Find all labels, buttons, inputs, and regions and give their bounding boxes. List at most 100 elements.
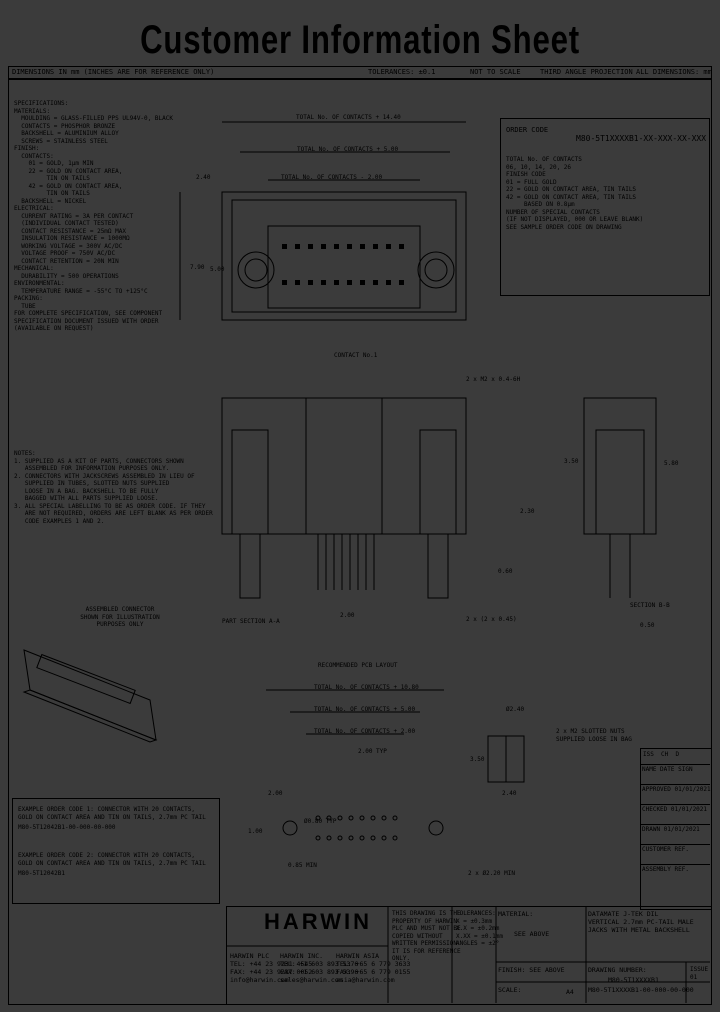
- hole-label: 2 x M2 x 0.4-6H: [466, 376, 521, 383]
- pcb-layout-heading: RECOMMENDED PCB LAYOUT: [318, 662, 398, 669]
- contact-pin: [373, 280, 378, 285]
- order-code-line: SEE SAMPLE ORDER CODE ON DRAWING: [506, 223, 622, 231]
- note-line: ARE NOT REQUIRED, ORDERS ARE LEFT BLANK …: [14, 510, 213, 517]
- spec-line: FOR COMPLETE SPECIFICATION, SEE COMPONEN…: [14, 310, 163, 317]
- slotted-nuts: 2 x M2 SLOTTED NUTS SUPPLIED LOOSE IN BA…: [556, 728, 632, 743]
- side-view-inner: [595, 429, 645, 535]
- pcb-pad: [381, 835, 387, 841]
- pcb-pad: [348, 835, 354, 841]
- order-code-line: NUMBER OF SPECIAL CONTACTS: [506, 208, 600, 216]
- spec-line: FINISH:: [14, 145, 40, 152]
- pcb-pad: [381, 815, 387, 821]
- contact-pin: [321, 244, 326, 249]
- top-view-body: [221, 191, 467, 321]
- address-us: HARWIN INC. TEL: +1 603 893 5376 FAX: +1…: [280, 952, 359, 984]
- revision-row: APPROVED 01/01/2021: [642, 786, 711, 793]
- spec-line: WORKING VOLTAGE = 300V AC/DC: [14, 242, 123, 250]
- spec-line: (INDIVIDUAL CONTACT TESTED): [14, 220, 119, 227]
- contact-pin: [386, 280, 391, 285]
- spec-line: 01 = GOLD, 1μm MIN: [14, 160, 94, 167]
- note-line: SUPPLIED IN TUBES, SLOTTED NUTS SUPPLIED: [14, 480, 170, 487]
- order-code-line: BASED ON 0.8μm: [506, 201, 575, 208]
- note-line: NOTES:: [14, 450, 36, 457]
- front-screw-left: [231, 429, 269, 535]
- spec-line: TUBE: [14, 302, 36, 310]
- spec-line: SPECIFICATION DOCUMENT ISSUED WITH ORDER: [14, 317, 159, 325]
- examples-box: [12, 798, 220, 904]
- pcb-total-b: TOTAL No. OF CONTACTS + 5.00: [314, 706, 416, 713]
- sheet-size: A4: [566, 988, 574, 996]
- material-value: SEE ABOVE: [514, 930, 550, 938]
- spec-line: 22 = GOLD ON CONTACT AREA,: [14, 167, 123, 175]
- assembled-caption: ASSEMBLED CONNECTOR SHOWN FOR ILLUSTRATI…: [80, 606, 160, 628]
- pcb-mount-hole-left: [282, 820, 298, 836]
- contact-pin: [347, 280, 352, 285]
- note-line: BAGGED WITH ALL PARTS SUPPLIED LOOSE.: [14, 495, 159, 502]
- units-label: ALL DIMENSIONS: mm: [636, 68, 712, 76]
- dim-height-b: 5.00: [210, 266, 225, 273]
- spec-line: VOLTAGE PROOF = 750V AC/DC: [14, 250, 116, 257]
- jackscrew-left-inner: [244, 258, 268, 282]
- dim-200: 2.00: [340, 612, 355, 619]
- revision-row: CHECKED 01/01/2021: [642, 806, 708, 813]
- pcb-total-a: TOTAL No. OF CONTACTS + 10.80: [314, 684, 419, 691]
- spec-line: SPECIFICATIONS:: [14, 100, 69, 107]
- pcb-pad: [315, 835, 321, 841]
- front-insulator: [305, 397, 383, 535]
- spec-line: MECHANICAL:: [14, 265, 54, 272]
- pcb-pad: [370, 815, 376, 821]
- spec-line: PACKING:: [14, 295, 43, 302]
- dim-230: 2.30: [520, 508, 535, 515]
- spec-line: ENVIRONMENTAL:: [14, 280, 65, 287]
- order-code-line: TOTAL No. OF CONTACTS: [506, 156, 582, 163]
- front-view-body: [221, 397, 467, 535]
- pcb-pad: [359, 815, 365, 821]
- spec-line: CURRENT RATING = 3A PER CONTACT: [14, 212, 134, 220]
- title-description: DATAMATE J-TEK DIL VERTICAL 2.7mm PC-TAI…: [588, 910, 694, 934]
- pcb-hole-a: 0.85 MIN: [288, 862, 317, 869]
- contact-1-label: CONTACT No.1: [334, 352, 378, 359]
- contact-pin: [295, 280, 300, 285]
- revision-row: NAME DATE SIGN: [642, 766, 693, 773]
- contact-pin: [295, 244, 300, 249]
- contact-pin: [334, 244, 339, 249]
- pcb-pad: [348, 815, 354, 821]
- pcb-hole-c: Ø0.80 TYP: [304, 818, 337, 825]
- spec-line: TEMPERATURE RANGE = -55°C TO +125°C: [14, 287, 148, 295]
- contact-pin: [399, 280, 404, 285]
- top-view-flange: [231, 199, 457, 313]
- top-view-insulator: [267, 225, 421, 309]
- assembled-connector-side: [22, 689, 158, 743]
- dim-total-a: TOTAL No. OF CONTACTS + 14.40: [296, 114, 401, 121]
- side-view-body: [583, 397, 657, 535]
- contact-pin: [282, 280, 287, 285]
- pcb-hole-b: 2 x Ø2.20 MIN: [468, 870, 515, 877]
- contact-pin: [399, 244, 404, 249]
- pcb-pad: [337, 835, 343, 841]
- spec-line: DURABILITY = 500 OPERATIONS: [14, 272, 119, 280]
- revision-header: ISS CH D: [643, 751, 680, 758]
- note-line: 1. SUPPLIED AS A KIT OF PARTS, CONNECTOR…: [14, 457, 184, 465]
- tolerance-label: TOLERANCES: ±0.1: [368, 68, 436, 76]
- contact-pin: [308, 244, 313, 249]
- spec-line: TIN ON TAILS: [14, 190, 90, 197]
- jackscrew-right-inner: [424, 258, 448, 282]
- order-code-line: 06, 10, 14, 20, 26: [506, 163, 572, 171]
- dim-pitch: 2 x (2 x 0.45): [466, 616, 517, 623]
- scale-label: NOT TO SCALE: [470, 68, 521, 76]
- order-code-line: 22 = GOLD ON CONTACT AREA, TIN TAILS: [506, 186, 637, 193]
- order-code-heading: ORDER CODE: [506, 126, 549, 134]
- dim-050: 0.50: [640, 622, 655, 629]
- order-code-line: 01 = FULL GOLD: [506, 178, 557, 186]
- contact-pin: [360, 244, 365, 249]
- section-bb-label: SECTION B-B: [630, 602, 670, 609]
- spec-line: CONTACT RETENTION = 20N MIN: [14, 257, 119, 265]
- part-section-label: PART SECTION A-A: [222, 618, 280, 625]
- example-2-text: EXAMPLE ORDER CODE 2: CONNECTOR WITH 20 …: [18, 852, 206, 867]
- dim-total-b: TOTAL No. OF CONTACTS + 5.00: [297, 146, 399, 153]
- pcb-pad: [315, 815, 321, 821]
- example-1-text: EXAMPLE ORDER CODE 1: CONNECTOR WITH 20 …: [18, 806, 206, 821]
- specifications-block: SPECIFICATIONS:MATERIALS: MOULDING = GLA…: [14, 100, 173, 333]
